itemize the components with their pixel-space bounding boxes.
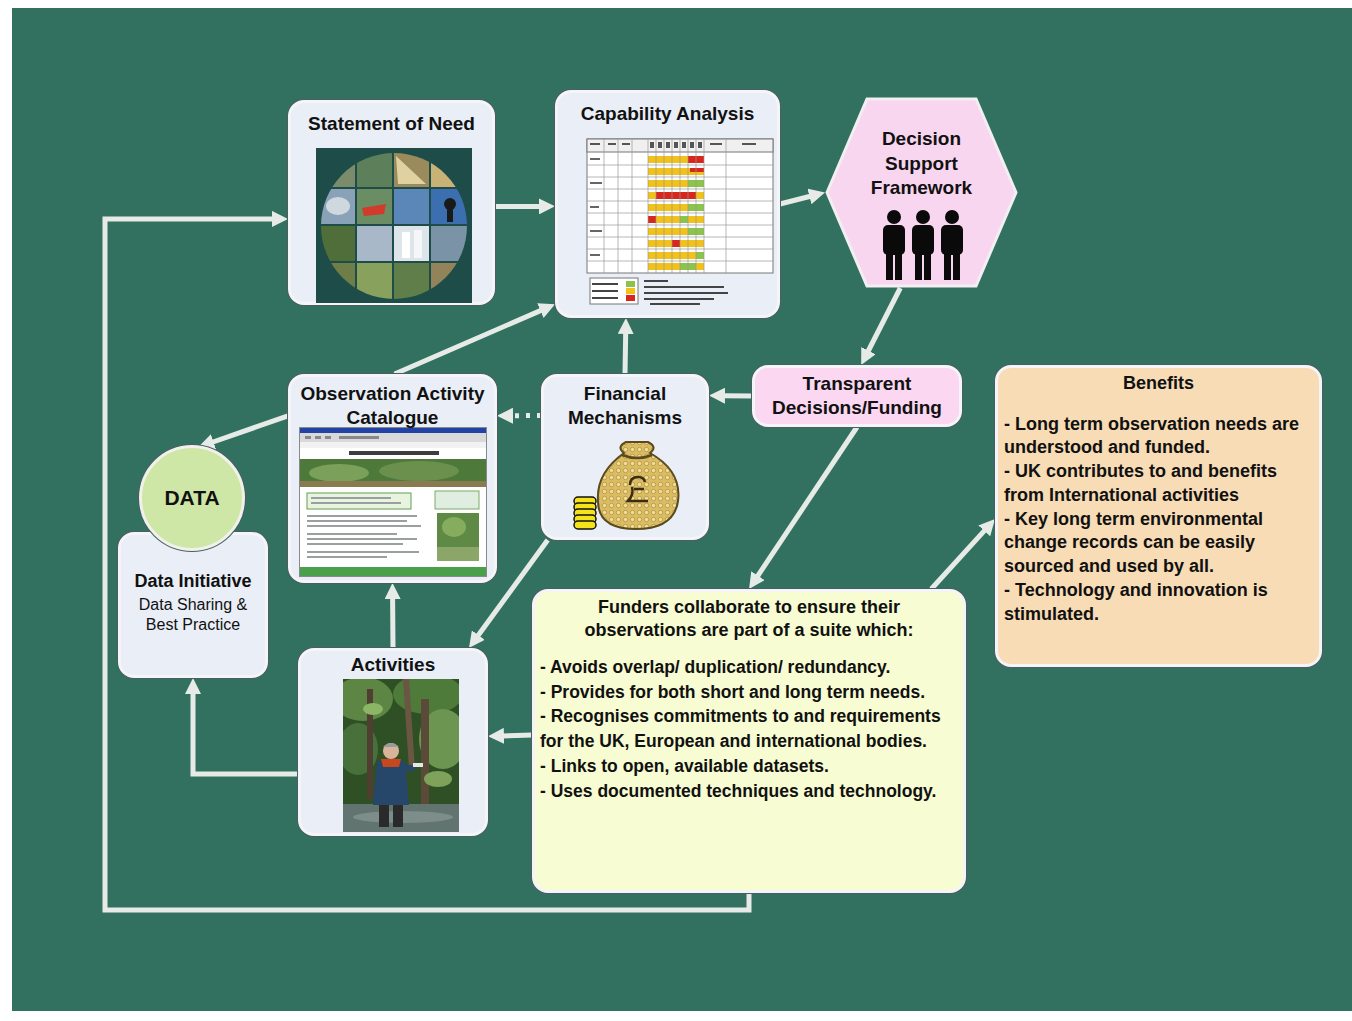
box-heading: Statement of Need	[297, 113, 486, 135]
box-heading: Observation Activity Catalogue	[297, 382, 488, 430]
box-heading: Activities	[307, 654, 479, 676]
process-box: Activities	[298, 648, 488, 836]
website-screenshot	[299, 427, 487, 577]
box-label: Transparent Decisions/Funding	[761, 372, 953, 420]
hexagon-label: Decision Support Framework	[857, 127, 987, 201]
fieldwork-photo	[343, 679, 459, 832]
capability-table	[586, 138, 776, 313]
note-box: Funders collaborate to ensure their obse…	[532, 589, 966, 893]
flow-arrow	[868, 288, 901, 353]
box-heading: Funders collaborate to ensure their obse…	[540, 596, 958, 643]
bullet-text: - Avoids overlap/ duplication/ redundanc…	[540, 655, 958, 680]
flow-arrow	[193, 692, 298, 774]
flow-arrow	[931, 529, 985, 589]
hexagon-shape	[827, 99, 1016, 286]
bullet-text: - Uses documented techniques and technol…	[540, 779, 958, 804]
flow-arrow	[495, 204, 541, 209]
people-icon	[880, 209, 966, 281]
flow-arrow	[780, 196, 811, 204]
benefits-box: Benefits - Long term observation needs ar…	[995, 365, 1322, 667]
flow-arrow	[723, 393, 752, 398]
flow-arrow	[623, 332, 629, 374]
box-heading: Capability Analysis	[564, 103, 771, 125]
decision-hexagon: Decision Support Framework	[825, 97, 1018, 288]
bullet-text: - Provides for both short and long term …	[540, 680, 958, 705]
bullet-text: - Technology and innovation is stimulate…	[1004, 579, 1313, 627]
circle-label: DATA	[142, 448, 242, 548]
box-heading: Benefits	[1004, 372, 1313, 395]
bullet-text: - Key long term environmental change rec…	[1004, 508, 1313, 579]
box-heading: Data Initiative	[126, 571, 260, 593]
process-box: Capability Analysis	[555, 90, 780, 318]
flow-arrow	[212, 416, 288, 443]
bullet-text: - UK contributes to and benefits from In…	[1004, 460, 1313, 508]
bullet-text: - Recognises commitments to and requirem…	[540, 704, 958, 754]
data-circle: DATA	[139, 445, 245, 551]
flow-arrow	[502, 735, 532, 736]
flow-arrow	[511, 413, 541, 418]
flow-arrow	[395, 310, 543, 374]
photo-collage	[316, 148, 472, 303]
decision-box: Transparent Decisions/Funding	[752, 365, 962, 427]
process-box: Statement of Need	[288, 100, 495, 305]
money-bag-icon	[566, 439, 684, 533]
flow-arrow	[390, 597, 395, 648]
box-heading: Financial Mechanisms	[550, 382, 700, 430]
bullet-text: - Links to open, available datasets.	[540, 754, 958, 779]
process-box: Data InitiativeData Sharing & Best Pract…	[118, 532, 268, 678]
bullet-text: - Long term observation needs are unders…	[1004, 413, 1313, 461]
process-box: Observation Activity Catalogue	[288, 374, 497, 583]
box-subtext: Data Sharing & Best Practice	[126, 595, 260, 635]
flow-arrow	[757, 427, 857, 577]
process-box: Financial Mechanisms	[541, 374, 709, 540]
